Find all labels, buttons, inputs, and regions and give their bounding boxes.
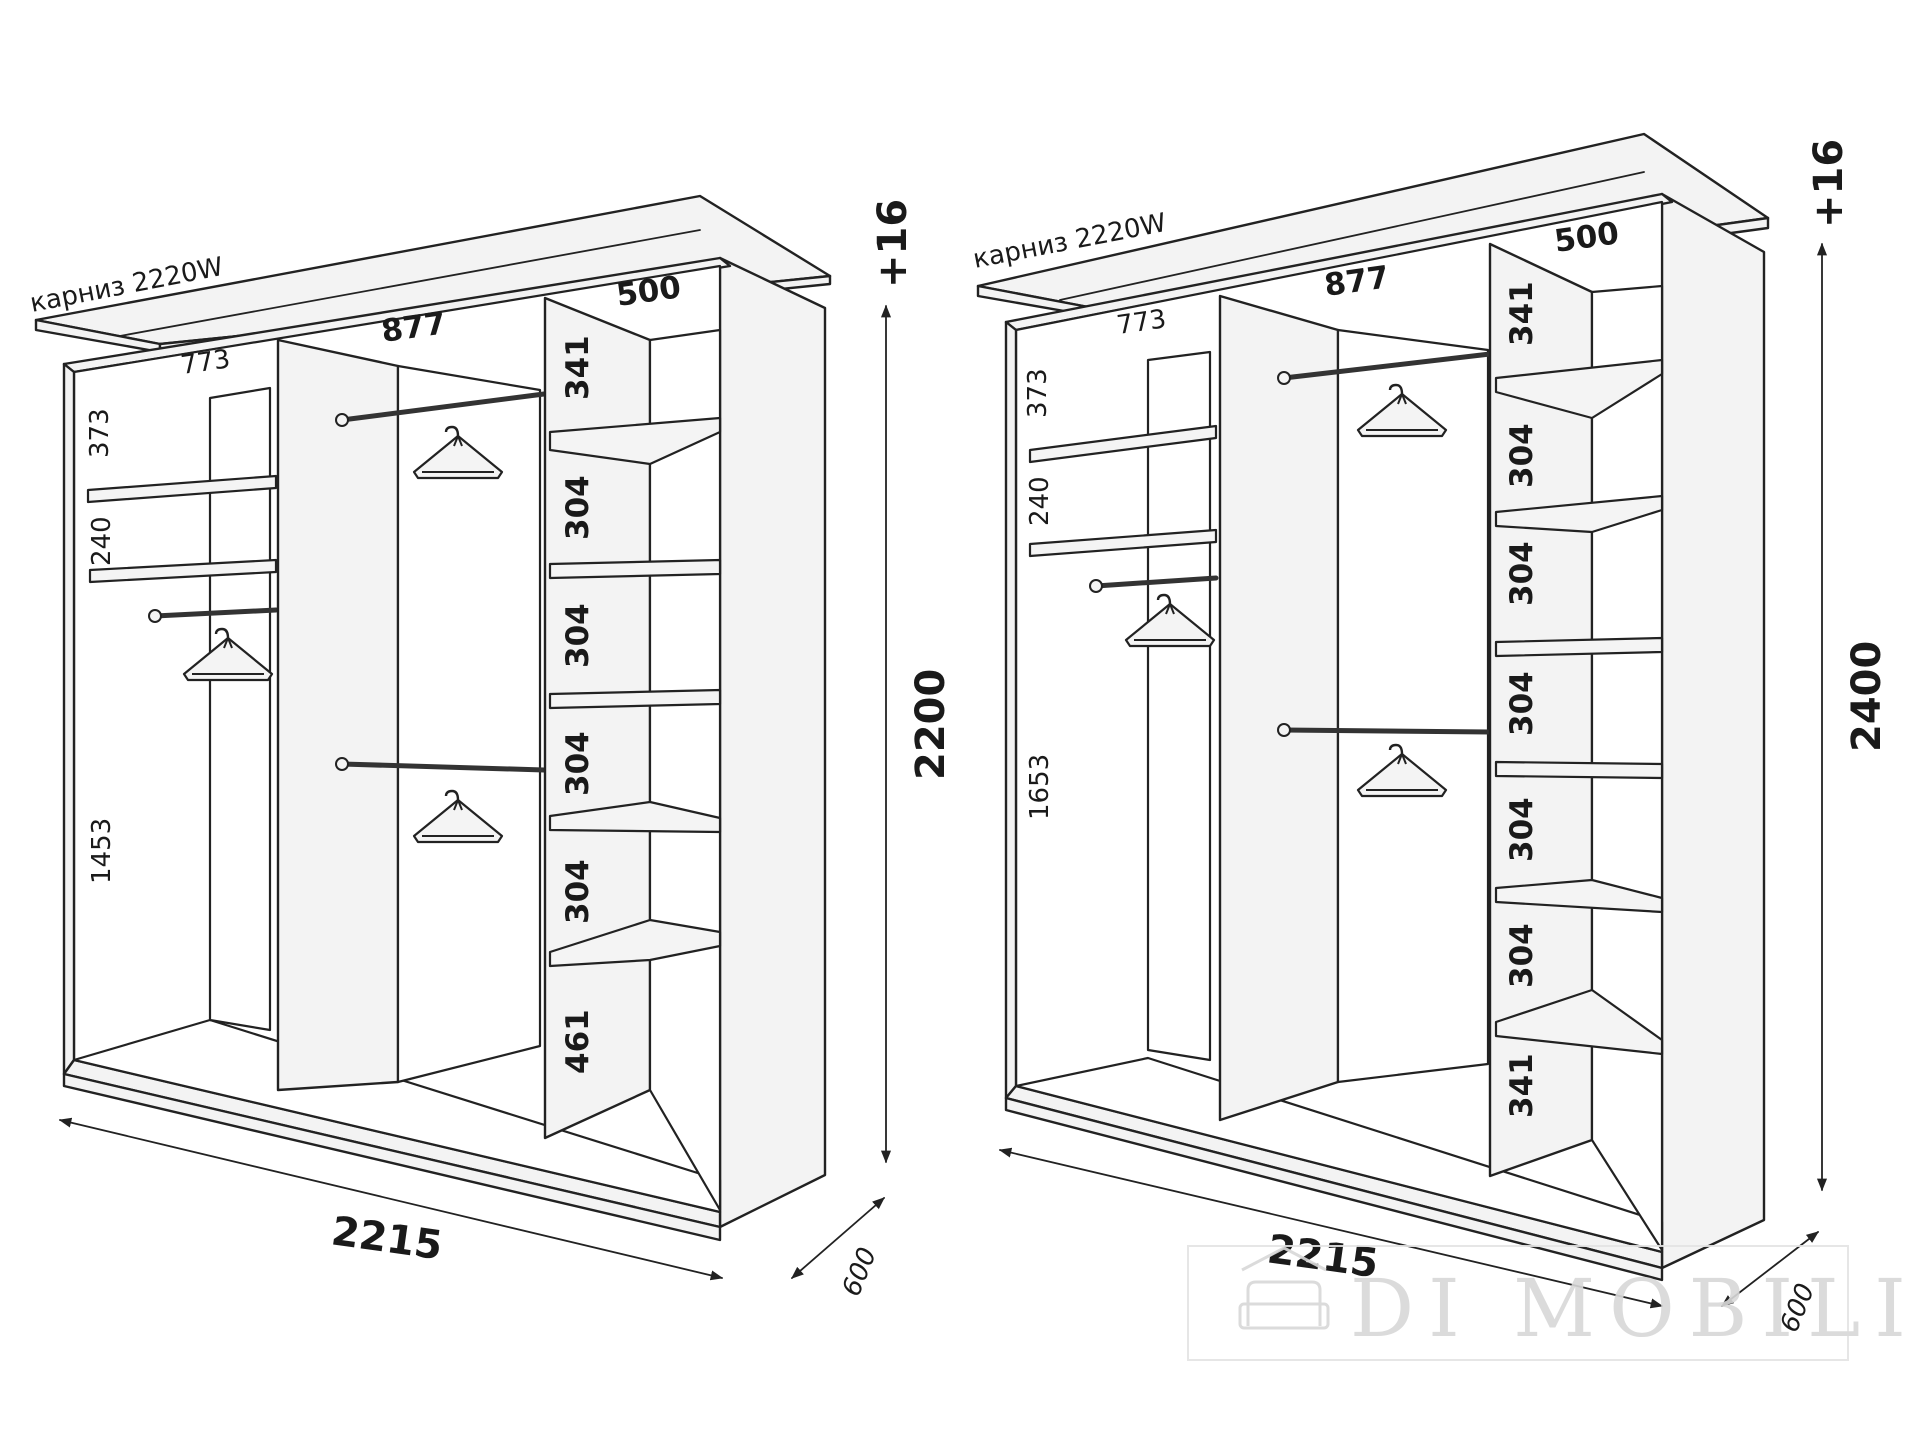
- middle-section-width: 877: [379, 305, 448, 350]
- right-shelf-height-4: 304: [1504, 797, 1540, 862]
- left-section-width: 773: [179, 344, 232, 381]
- depth: 600: [837, 1243, 883, 1300]
- right-shelf-height-1: 304: [1504, 423, 1540, 488]
- right-shelf-height-5: 304: [1504, 923, 1540, 988]
- right-section-width: 500: [614, 269, 683, 314]
- left-section-width: 773: [1115, 304, 1168, 341]
- left-height-1: 240: [1025, 476, 1055, 526]
- right-shelf-height-4: 304: [560, 859, 596, 924]
- right-shelf-height-3: 304: [1504, 671, 1540, 736]
- watermark: DI MOBILI: [1187, 1245, 1920, 1361]
- height-extra: +16: [1806, 139, 1852, 228]
- total-height: 2200: [908, 669, 954, 780]
- right-shelf-height-5: 461: [560, 1009, 596, 1074]
- height-extra: +16: [870, 199, 916, 288]
- left-left-shelves: [86, 474, 279, 682]
- total-height: 2400: [1844, 641, 1890, 752]
- left-height-2: 1653: [1025, 754, 1055, 820]
- sofa-logo-icon: [1238, 1246, 1330, 1330]
- right-section-width: 500: [1552, 215, 1621, 260]
- right-wardrobe: карниз 2220W 773 877 500 373 240 1653 34…: [971, 132, 1890, 1337]
- left-wardrobe: карниз 2220W 773 877 500 373 240 1453 34…: [28, 194, 954, 1301]
- left-height-0: 373: [1023, 368, 1053, 418]
- left-right-column: [543, 296, 722, 1212]
- left-height-1: 240: [87, 516, 117, 566]
- watermark-text: DI MOBILI: [1350, 1262, 1920, 1355]
- right-shelf-height-3: 304: [560, 731, 596, 796]
- left-height-0: 373: [85, 408, 115, 458]
- right-shelf-height-1: 304: [560, 475, 596, 540]
- right-shelf-height-2: 304: [560, 603, 596, 668]
- total-width: 2215: [329, 1208, 446, 1269]
- right-shelf-height-0: 341: [1504, 281, 1540, 346]
- middle-section-width: 877: [1322, 259, 1391, 304]
- left-height-2: 1453: [87, 818, 117, 884]
- left-middle-partition: [276, 338, 547, 1092]
- right-middle-partition: [1218, 294, 1493, 1122]
- right-shelf-height-6: 341: [1504, 1053, 1540, 1118]
- right-right-column: [1488, 242, 1664, 1252]
- right-shelf-height-2: 304: [1504, 541, 1540, 606]
- right-shelf-height-0: 341: [560, 335, 596, 400]
- right-left-shelves: [1028, 424, 1219, 648]
